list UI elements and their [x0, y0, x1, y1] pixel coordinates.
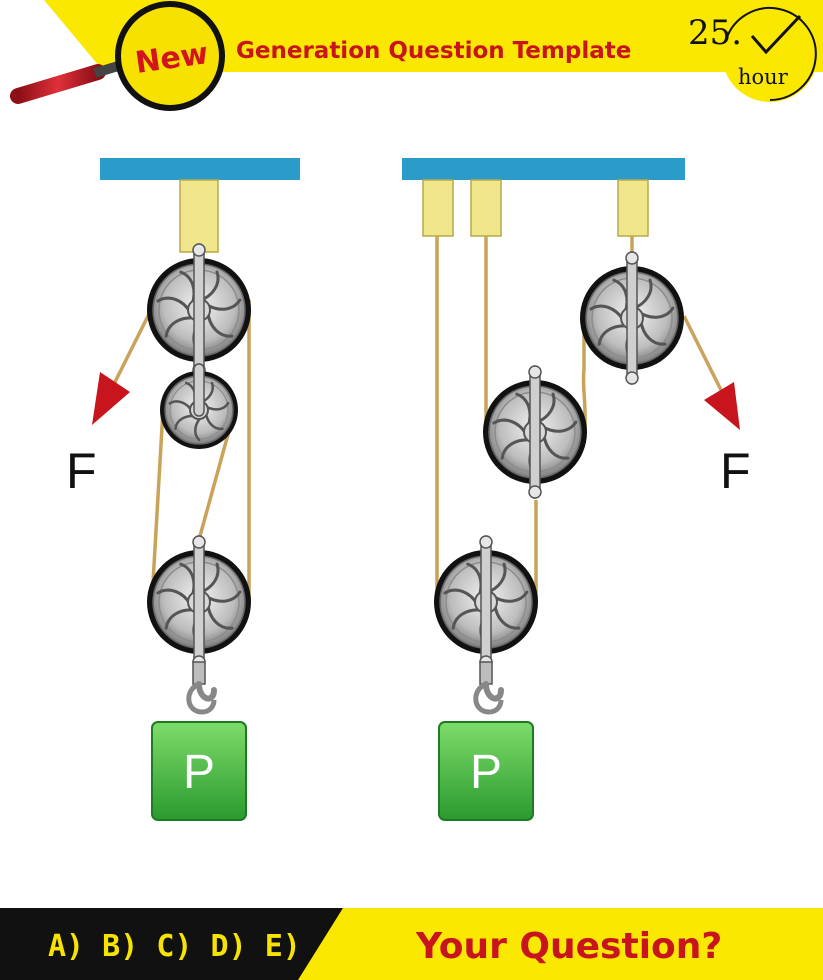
left-force-label: F	[66, 443, 97, 499]
right-mount-bracket-3	[617, 179, 649, 237]
header-banner	[44, 0, 823, 72]
right-ceiling-beam	[402, 158, 685, 180]
right-weight-label: P	[470, 746, 502, 799]
right-force-label: F	[720, 443, 751, 499]
left-ceiling-beam	[100, 158, 300, 180]
template-title: Generation Question Template	[236, 38, 631, 64]
left-ropes	[110, 300, 251, 601]
right-force-arrow	[704, 382, 740, 430]
footer-banner	[0, 908, 823, 980]
checkmark-icon	[750, 14, 802, 55]
left-weight-label: P	[183, 746, 215, 799]
magnifier-icon	[10, 1, 225, 111]
right-mount-bracket-2	[470, 179, 502, 237]
clock-badge	[722, 6, 818, 102]
left-force-arrow	[92, 372, 130, 425]
left-pulley-system: F P	[66, 158, 300, 821]
hour-label: hour	[738, 65, 789, 89]
right-weight-block	[438, 721, 534, 821]
answer-options: A) B) C) D) E)	[48, 929, 301, 964]
question-number: 25.	[688, 13, 742, 53]
left-weight-block	[151, 721, 247, 821]
left-hook-icon	[186, 661, 217, 715]
left-mount-bracket	[179, 179, 219, 253]
right-hook-icon	[473, 661, 504, 715]
question-prompt: Your Question?	[415, 926, 722, 967]
right-pulley-system: F P	[402, 158, 751, 821]
right-mount-bracket-1	[422, 179, 454, 237]
